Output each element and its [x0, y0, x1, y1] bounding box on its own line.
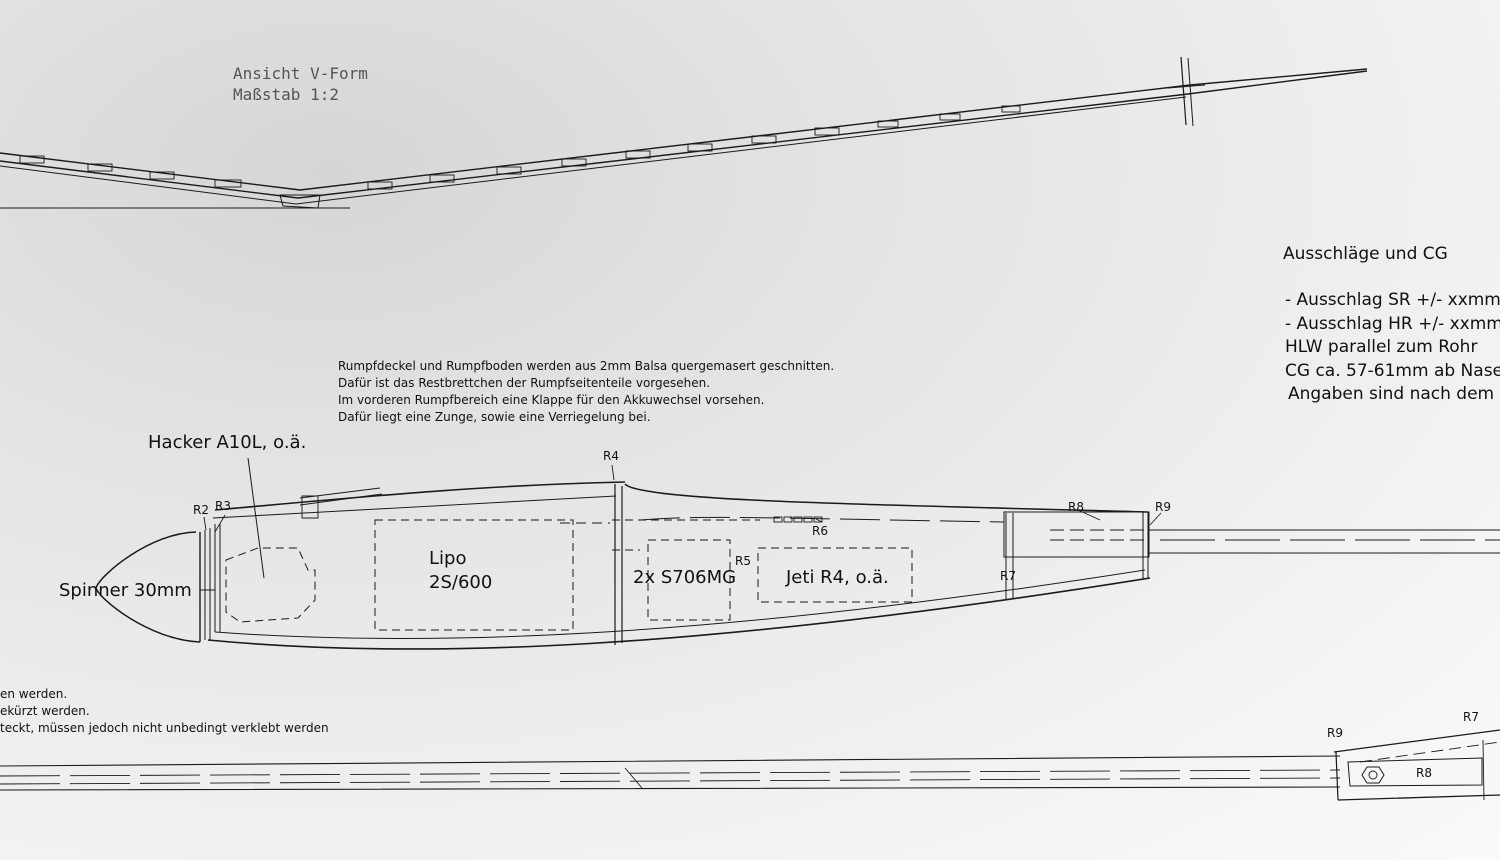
- motor-outline: [225, 547, 316, 623]
- cg-line: Angaben sind nach dem E: [1288, 384, 1500, 404]
- tail-r8-label: R8: [1416, 766, 1432, 780]
- former-r4-label: R4: [603, 449, 619, 463]
- note-line: Dafür liegt eine Zunge, sowie eine Verri…: [338, 410, 651, 424]
- fuselage-side-view: [200, 481, 1500, 650]
- battery-label-line1: Lipo: [429, 548, 467, 569]
- tail-r7-label: R7: [1463, 710, 1479, 724]
- spinner-label: Spinner 30mm: [59, 580, 192, 601]
- cg-line: CG ca. 57-61mm ab Nase: [1285, 360, 1500, 381]
- battery-label-line2: 2S/600: [429, 572, 493, 593]
- spinner-outline: [95, 531, 201, 643]
- servo-label: 2x S706MG: [633, 567, 737, 588]
- tail-r9-label: R9: [1327, 726, 1343, 740]
- cg-line: - Ausschlag HR +/- xxmm: [1285, 313, 1500, 334]
- former-r9-label: R9: [1155, 500, 1171, 514]
- tail-boom-view: [0, 729, 1500, 801]
- note-line: teckt, müssen jedoch nicht unbedingt ver…: [0, 721, 329, 735]
- wing-v-form-view: [0, 56, 1368, 209]
- former-r7-label: R7: [1000, 569, 1016, 583]
- bottom-note: en werden. ekürzt werden. teckt, müssen …: [0, 686, 329, 737]
- battery-bay: [374, 519, 574, 631]
- former-r3-label: R3: [215, 499, 231, 513]
- former-r5-label: R5: [735, 554, 751, 568]
- servo-bay: [647, 539, 731, 621]
- former-r8-label: R8: [1068, 500, 1084, 514]
- cg-line: - Ausschlag SR +/- xxmm: [1285, 290, 1500, 310]
- cg-lines: - Ausschlag SR +/- xxmm - Ausschlag HR +…: [1285, 289, 1500, 407]
- former-r6-label: R6: [812, 524, 828, 538]
- note-line: en werden.: [0, 687, 68, 701]
- former-r2-label: R2: [193, 503, 209, 517]
- note-line: Rumpfdeckel und Rumpfboden werden aus 2m…: [338, 359, 835, 373]
- view-title-line2: Maßstab 1:2: [233, 85, 339, 104]
- cg-line: HLW parallel zum Rohr: [1285, 337, 1478, 357]
- note-line: ekürzt werden.: [0, 704, 90, 718]
- motor-label: Hacker A10L, o.ä.: [148, 432, 307, 453]
- cg-heading: Ausschläge und CG: [1283, 244, 1448, 264]
- note-line: Dafür ist das Restbrettchen der Rumpfsei…: [338, 376, 711, 390]
- view-title-line1: Ansicht V-Form: [233, 64, 368, 83]
- construction-note: Rumpfdeckel und Rumpfboden werden aus 2m…: [338, 358, 834, 426]
- note-line: Im vorderen Rumpfbereich eine Klappe für…: [338, 393, 765, 407]
- view-title: Ansicht V-Form Maßstab 1:2: [233, 63, 368, 105]
- receiver-label: Jeti R4, o.ä.: [786, 567, 889, 588]
